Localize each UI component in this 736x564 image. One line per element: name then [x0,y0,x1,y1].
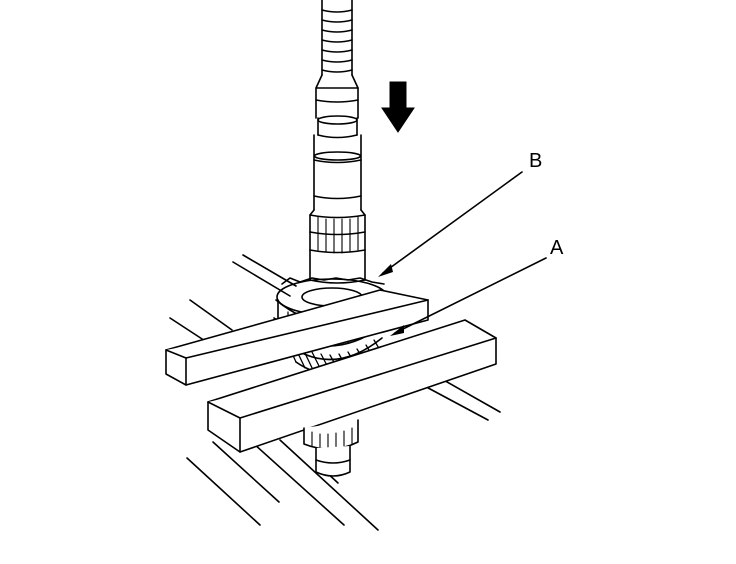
support-block-upper [165,289,429,386]
mainshaft [309,115,366,284]
shaft-lower-end [303,419,359,477]
callout-label-a: A [550,237,564,259]
callout-a-leader [394,257,547,334]
press-down-arrow-icon [381,81,415,133]
callout-b-leader [382,171,523,274]
support-block-lower [207,319,497,453]
callout-b-arrowhead [378,264,393,277]
callout-a-arrowhead [390,325,404,336]
callout-label-b: B [529,150,543,172]
press-ram [315,0,359,119]
